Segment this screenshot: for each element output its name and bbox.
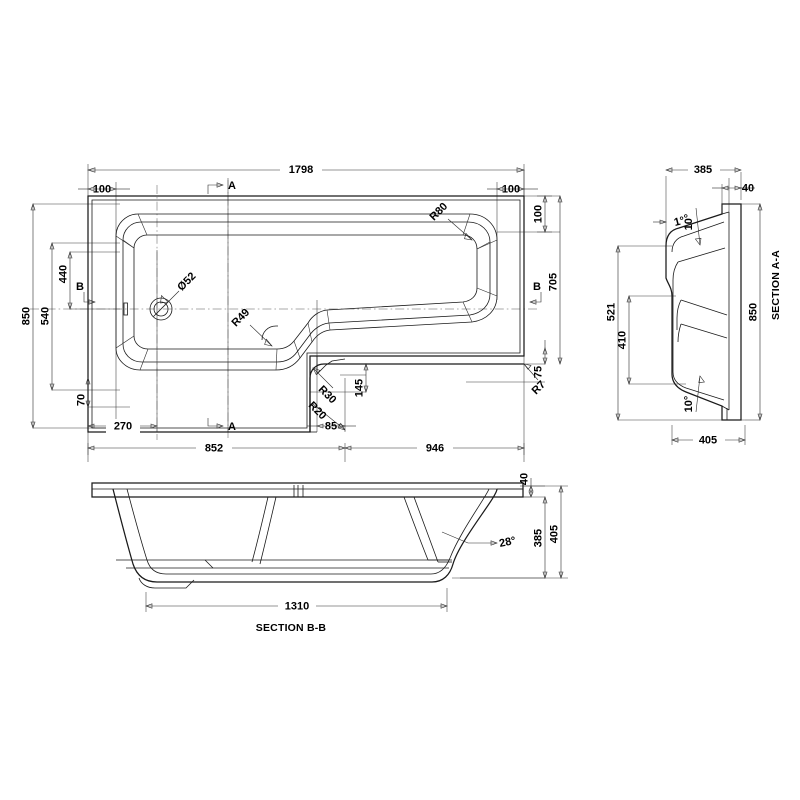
plan-centre-lines <box>30 180 540 440</box>
angle-28deg-label: 28° <box>498 535 517 550</box>
dim-270: 270 <box>87 419 158 433</box>
dim-70: 70 <box>76 377 91 408</box>
dim-rim-right-100: 100 <box>487 184 538 196</box>
dim-rim-top-right-100: 100 <box>497 195 552 233</box>
section-aa-title: SECTION A-A <box>770 250 782 320</box>
dim-aa-521-label: 521 <box>606 303 618 321</box>
dim-bb-385-label: 385 <box>533 529 545 547</box>
section-b-b-view: 1310 40 385 405 <box>91 473 568 634</box>
angle-bb-28deg: 28° <box>441 531 517 550</box>
section-bb-extension-lines <box>145 485 545 612</box>
section-a-a-view: 385 40 850 521 <box>606 163 782 447</box>
waste-hole-label: Ø52 <box>175 270 198 293</box>
section-aa-extension-lines <box>618 172 760 445</box>
dim-overall-width-850: 850 <box>21 203 36 429</box>
dim-bb-1310: 1310 <box>145 599 448 613</box>
dim-85: 85 <box>307 421 356 433</box>
dim-rim-left-100: 100 <box>78 184 130 196</box>
dim-aa-405-label: 405 <box>699 435 717 447</box>
dim-705: 705 <box>548 195 563 365</box>
dim-aa-405: 405 <box>671 433 746 447</box>
radius-r80-label: R80 <box>427 200 450 223</box>
section-aa-profile <box>665 203 742 421</box>
dim-bb-40: 40 <box>519 473 534 498</box>
dim-bb-385: 385 <box>533 496 548 579</box>
dim-852: 852 <box>87 441 346 455</box>
dim-aa-850-label: 850 <box>748 303 760 321</box>
leader-r49: R49 <box>229 306 273 347</box>
dim-946-label: 946 <box>426 443 444 455</box>
section-marker-a-top: A <box>207 180 236 194</box>
section-marker-a-top-label: A <box>228 180 236 192</box>
radius-r30-label: R30 <box>316 383 339 406</box>
dim-946: 946 <box>344 441 525 455</box>
section-bb-title: SECTION B-B <box>256 622 327 634</box>
dim-70-label: 70 <box>76 394 88 406</box>
angle-10deg-bottom-label: 10° <box>683 396 695 413</box>
section-marker-b-left: B <box>76 281 96 305</box>
section-bb-profile <box>91 482 524 589</box>
dim-75-label: 75 <box>533 366 545 378</box>
section-marker-b-left-label: B <box>76 281 84 293</box>
dim-85-label: 85 <box>325 421 337 433</box>
angle-10deg-top-label: 10° <box>683 214 695 231</box>
dim-bb-1310-label: 1310 <box>285 601 309 613</box>
dim-bb-405-label: 405 <box>549 525 561 543</box>
dim-440: 440 <box>58 251 73 310</box>
dim-aa-410: 410 <box>617 295 632 385</box>
dim-aa-850: 850 <box>748 203 763 421</box>
leader-r80: R80 <box>427 200 473 241</box>
angle-aa-1deg: 1° <box>653 215 686 229</box>
dim-540-label: 540 <box>40 307 52 325</box>
dim-aa-385-label: 385 <box>694 164 712 176</box>
angle-aa-10deg-bottom: 10° <box>683 375 705 413</box>
dim-850-label: 850 <box>21 307 33 325</box>
dim-100-vertical-label: 100 <box>533 205 545 223</box>
dim-1798-label: 1798 <box>289 164 313 176</box>
radius-r49-label: R49 <box>229 306 252 329</box>
dim-100-right-label: 100 <box>502 184 520 196</box>
dim-aa-521: 521 <box>606 245 621 421</box>
dim-100-left-label: 100 <box>93 184 111 196</box>
angle-aa-10deg-top: 10° <box>683 207 702 246</box>
dim-overall-length-1798: 1798 <box>86 162 526 196</box>
dim-540: 540 <box>40 242 55 391</box>
plan-view: 1798 100 100 100 <box>21 162 563 462</box>
plan-bath-outline <box>87 195 525 433</box>
angle-1deg-label: 1° <box>673 215 686 229</box>
dim-270-label: 270 <box>114 421 132 433</box>
dim-aa-410-label: 410 <box>617 331 629 349</box>
radius-r20-label: R20 <box>306 399 329 422</box>
dim-75: 75 <box>533 340 548 378</box>
dim-145-label: 145 <box>354 379 366 397</box>
dim-aa-385: 385 <box>665 163 742 177</box>
dim-705-label: 705 <box>548 273 560 291</box>
section-marker-b-right: B <box>529 281 542 305</box>
dim-440-label: 440 <box>58 265 70 283</box>
section-marker-a-bottom-label: A <box>228 421 236 433</box>
dim-bb-40-label: 40 <box>519 473 531 485</box>
radius-r7-label: R7 <box>530 379 548 397</box>
dim-852-label: 852 <box>205 443 223 455</box>
dim-bb-405: 405 <box>452 485 568 579</box>
section-marker-a-bottom: A <box>207 418 236 433</box>
dim-aa-40-label: 40 <box>742 183 754 195</box>
dim-145: 145 <box>354 363 369 397</box>
dim-aa-40: 40 <box>712 183 755 212</box>
leader-waste-diameter: Ø52 <box>155 270 198 315</box>
section-marker-b-right-label: B <box>533 281 541 293</box>
